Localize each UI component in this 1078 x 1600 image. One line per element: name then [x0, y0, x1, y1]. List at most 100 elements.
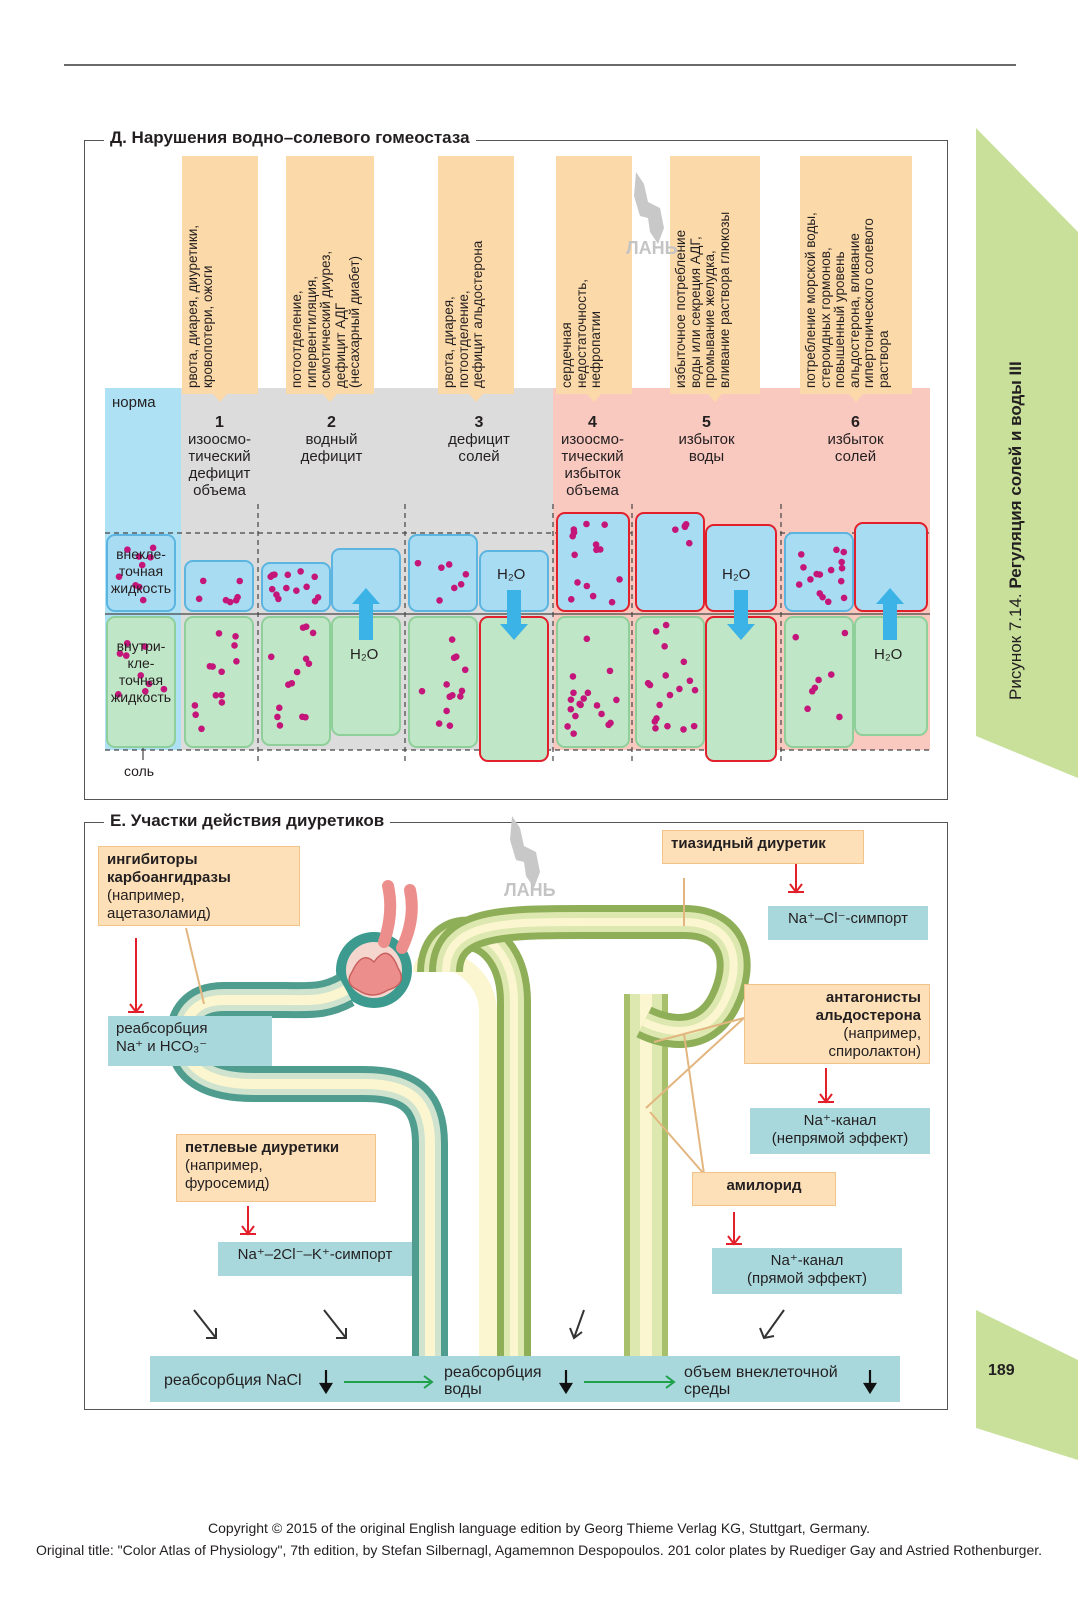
p4-icf-salt: [567, 696, 575, 703]
p4-icf-salt: [580, 695, 588, 702]
figure-caption: Рисунок 7.14. Регуляция солей и воды III: [1006, 361, 1025, 700]
p6-ecf-salt: [795, 581, 803, 588]
normal-icf-salt: [145, 680, 153, 688]
p6-icf-salt: [804, 705, 811, 713]
p5-icf-salt: [686, 677, 694, 685]
p4-ecf-salt: [570, 526, 578, 533]
p2-icf-salt: [276, 722, 284, 729]
p1-icf-salt: [218, 668, 225, 676]
p2-ecf-salt: [283, 584, 290, 592]
p4-ecf-salt: [574, 579, 581, 586]
p4-ecf-salt: [593, 546, 600, 554]
panel-number-3: 3: [474, 414, 484, 431]
p4-icf-salt: [584, 689, 592, 697]
panel-number-4: 4: [588, 414, 597, 431]
p1-ecf-salt: [234, 593, 241, 601]
p1-ecf-salt: [195, 595, 203, 603]
cause-text-6: потребление морской воды, стероидных гор…: [803, 212, 891, 388]
cause-arrow-tip-1: [208, 388, 232, 402]
cause-arrow-tip-2: [318, 388, 342, 402]
p4-icf-salt: [564, 723, 571, 730]
p2-icf: [261, 616, 331, 746]
p3-icf-salt: [446, 693, 454, 701]
p3-icf-salt: [457, 693, 464, 700]
normal-icf-salt: [137, 672, 145, 679]
panel-title-6: избыток солей: [827, 431, 884, 465]
p1-ecf-salt: [236, 577, 244, 585]
p3-ecf-salt: [438, 564, 445, 571]
p5-icf-salt: [652, 628, 660, 635]
p5-icf-salt: [680, 658, 688, 666]
bottom-nacl-reabsorption: реабсорбция NaCl: [164, 1372, 302, 1389]
p1-icf-salt: [231, 642, 238, 649]
p3-icf-salt: [435, 720, 443, 727]
lan-watermark-top: ЛАНЬ: [626, 238, 678, 258]
p6-icf-salt: [792, 633, 800, 641]
p1-icf-salt: [218, 699, 226, 706]
p6-ecf-salt: [838, 558, 845, 566]
normal-ecf-salt: [124, 546, 131, 553]
p4-ecf-salt: [592, 541, 600, 548]
icf-label: внутри- кле- точная жидкость: [110, 638, 172, 705]
p2-ecf-salt: [273, 591, 280, 598]
thiazide-callout: тиазидный диуретик: [662, 830, 864, 864]
normal-ecf-salt: [149, 544, 157, 552]
ecf-label: внекле- точная жидкость: [110, 546, 172, 596]
cause-arrow-tip-4: [582, 388, 606, 402]
p5-ecf: [635, 512, 705, 612]
p3-ecf-salt: [450, 584, 458, 592]
cause-text-1: рвота, диарея, диуретики, кровопотери, о…: [185, 224, 215, 388]
panel-title-3: дефицит солей: [448, 431, 510, 465]
carbonic-anhydrase-inhibitors-callout: ингибиторы карбоангидразы (например, аце…: [98, 846, 300, 926]
p6-ecf-salt: [840, 594, 848, 602]
p3-icf-salt: [461, 666, 469, 674]
p1-ecf: [184, 560, 254, 612]
p5-icf-salt: [680, 726, 687, 733]
panel-number-5: 5: [702, 414, 711, 431]
p6-icf-salt: [808, 687, 816, 695]
p2-ecf-salt: [268, 585, 276, 593]
p2-ecf-salt: [269, 571, 276, 579]
p6-water-arrow: [876, 588, 904, 640]
p1-icf-salt: [198, 725, 205, 733]
p3-ecf-salt: [445, 561, 453, 568]
normal-ecf-salt: [135, 583, 143, 591]
thiazide-target: Na⁺–Cl⁻-симпорт: [768, 906, 928, 940]
p5-icf-salt: [662, 672, 670, 679]
h2o-label-3: H₂O: [497, 566, 526, 583]
cause-text-3: рвота, диарея, потоотделение, дефицит ал…: [441, 240, 485, 388]
side-tab: [976, 128, 1078, 778]
p4-icf-salt: [570, 689, 577, 697]
cause-text-5: избыточное потребление воды или секреция…: [673, 211, 732, 388]
p1-icf-salt: [192, 711, 199, 719]
p1-ecf-salt: [222, 596, 230, 604]
p6-ecf-salt: [838, 564, 846, 572]
h2o-label-2: H₂O: [350, 646, 379, 663]
p3-icf-salt: [443, 681, 450, 688]
normal-icf-salt: [122, 652, 130, 659]
p4-icf-salt: [613, 696, 620, 704]
p2-water-arrow: [352, 588, 380, 640]
original-title-line: Original title: "Color Atlas of Physiolo…: [35, 1542, 1043, 1558]
p3-icf-salt: [418, 687, 426, 695]
normal-icf-salt: [141, 643, 149, 650]
p5-icf: [635, 616, 705, 748]
p3-ecf-salt: [414, 559, 422, 567]
p2-icf-salt: [274, 713, 281, 721]
p4-icf-salt: [572, 712, 579, 720]
p5-ecf-salt: [685, 539, 693, 547]
p4-icf-salt: [576, 700, 583, 708]
p2-ecf-salt: [311, 597, 319, 605]
cause-arrow-3: рвота, диарея, потоотделение, дефицит ал…: [438, 156, 514, 402]
p4-ecf-salt: [589, 592, 597, 600]
lan-logo-bottom: [510, 816, 540, 888]
p5-icf-salt: [656, 701, 663, 709]
normal-icf-salt: [141, 687, 149, 695]
p2-icf-salt: [299, 624, 307, 631]
p2-icf-salt: [288, 679, 296, 687]
section-d-frame: [84, 140, 948, 800]
p6-ecf-salt: [833, 546, 840, 554]
